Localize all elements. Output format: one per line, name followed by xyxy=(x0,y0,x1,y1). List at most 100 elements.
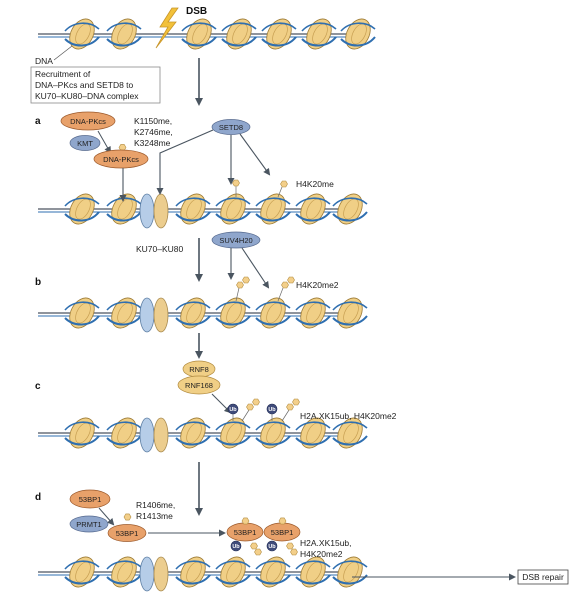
dna-wrap xyxy=(255,197,291,207)
chromatin-row-top xyxy=(38,18,376,50)
dna-wrap xyxy=(64,22,100,32)
nucleosome-core xyxy=(180,556,206,588)
hexagon-methyl-icon xyxy=(241,517,250,525)
dsb-repair-box xyxy=(517,569,569,585)
dnapkcs-node xyxy=(60,111,116,131)
nucleosome-icon xyxy=(255,417,291,449)
hexagon-methyl-icon xyxy=(250,542,258,550)
nucleosome-icon xyxy=(106,556,142,588)
dna-wrap xyxy=(295,574,331,585)
dna-wrap xyxy=(301,22,337,32)
nucleosome-icon xyxy=(255,193,291,225)
chromatin-rows xyxy=(38,18,376,588)
nucleosome-icon xyxy=(175,417,211,449)
nucleosome-core xyxy=(180,417,206,449)
hexagon-methyl-icon xyxy=(278,517,287,525)
ku70-ku80-complexes xyxy=(139,193,169,592)
nucleosome-core xyxy=(220,556,246,588)
nucleosome-icon xyxy=(295,193,331,225)
ubiquitin-label: Ub xyxy=(268,544,276,550)
dna-label: DNA xyxy=(35,56,53,66)
dna-wrap xyxy=(175,197,211,207)
h4k20me2-label: H4K20me2 xyxy=(296,280,339,290)
dna-wrap xyxy=(295,211,331,222)
dna-wrap xyxy=(64,197,100,207)
dna-wrap xyxy=(175,421,211,431)
suv4h20-node xyxy=(211,231,261,249)
nucleosome-icon xyxy=(261,18,297,50)
chromatin-row-a xyxy=(38,193,368,225)
dna-wrap xyxy=(255,574,291,585)
nucleosome-icon xyxy=(215,417,251,449)
h4k20me-label: H4K20me xyxy=(296,179,334,189)
hexagon-methyl-icon xyxy=(252,398,260,406)
rnf168-label: RNF168 xyxy=(185,381,213,390)
ku70-subunit xyxy=(139,193,155,229)
recruit-line-2: DNA–PKcs and SETD8 to xyxy=(35,80,134,90)
nucleosome-core xyxy=(306,18,332,50)
dna-wrap xyxy=(255,211,291,222)
hexagon-methyl-icon xyxy=(123,513,132,521)
nucleosome-icon xyxy=(295,556,331,588)
recruit-line-3: KU70–KU80–DNA complex xyxy=(35,91,139,101)
nucleosome-core xyxy=(69,193,95,225)
dna-wrap xyxy=(175,574,211,585)
h2a-mark-d-line1: H2A.XK15ub, xyxy=(300,538,352,548)
rnf8-label: RNF8 xyxy=(189,365,209,374)
dna-wrap xyxy=(215,211,251,222)
dna-wrap xyxy=(106,435,142,446)
histone-tail xyxy=(277,287,284,302)
nucleosome-icon xyxy=(181,18,217,50)
hexagon-methyl-icon xyxy=(290,548,298,556)
dna-wrap xyxy=(64,301,100,311)
nucleosome-core xyxy=(220,297,246,329)
dna-wrap xyxy=(295,315,331,326)
ku80-subunit xyxy=(153,417,169,453)
dna-wrap xyxy=(221,22,257,32)
h2a-mark-d-line2: H4K20me2 xyxy=(300,549,343,559)
hexagon-methyl-icon xyxy=(280,180,288,188)
nucleosome-icon xyxy=(215,193,251,225)
dna-wrap xyxy=(215,574,251,585)
dna-wrap xyxy=(215,197,251,207)
dna-wrap xyxy=(255,560,291,570)
dna-wrap xyxy=(106,301,142,311)
nucleosome-icon xyxy=(64,18,100,50)
nucleosome-icon xyxy=(106,297,142,329)
histone-tail xyxy=(241,409,250,422)
step-a-label: a xyxy=(35,116,41,127)
nucleosome-icon xyxy=(64,556,100,588)
nucleosome-core xyxy=(69,556,95,588)
nucleosome-icon xyxy=(295,417,331,449)
dna-wrap xyxy=(106,315,142,326)
nucleosome-core xyxy=(260,193,286,225)
dna-wrap xyxy=(295,421,331,431)
dnapkcs-label: DNA-PKcs xyxy=(70,117,106,126)
dna-wrap xyxy=(221,36,257,47)
dna-wrap xyxy=(64,421,100,431)
nucleosome-icon xyxy=(332,417,368,449)
recruit-line-1: Recruitment of xyxy=(35,69,91,79)
53bp1-bound-label: 53BP1 xyxy=(234,528,257,537)
histone-tail xyxy=(235,287,240,302)
nucleosome-core xyxy=(226,18,252,50)
ku70-subunit xyxy=(139,556,155,592)
dnapkcs-methylated-label: DNA-PKcs xyxy=(103,155,139,164)
r-mod-2: R1413me xyxy=(136,511,173,521)
prmt1-label: PRMT1 xyxy=(76,520,101,529)
dna-wrap xyxy=(255,421,291,431)
53bp1-bound-label: 53BP1 xyxy=(271,528,294,537)
nucleosome-icon xyxy=(215,297,251,329)
setd8-to-ku-arrow xyxy=(156,129,214,195)
ubiquitin-label: Ub xyxy=(232,544,240,550)
hexagon-methyl-icon xyxy=(254,548,262,556)
53bp1-methylated-label: 53BP1 xyxy=(116,529,139,538)
nucleosome-core xyxy=(300,193,326,225)
ku80-subunit xyxy=(153,297,169,333)
rnf168-node xyxy=(177,375,221,395)
h2a-mark-label: H2A.XK15ub, H4K20me2 xyxy=(300,411,397,421)
53bp1-node xyxy=(69,489,111,509)
dna-wrap xyxy=(64,211,100,222)
ubiquitin-icon xyxy=(266,540,278,552)
